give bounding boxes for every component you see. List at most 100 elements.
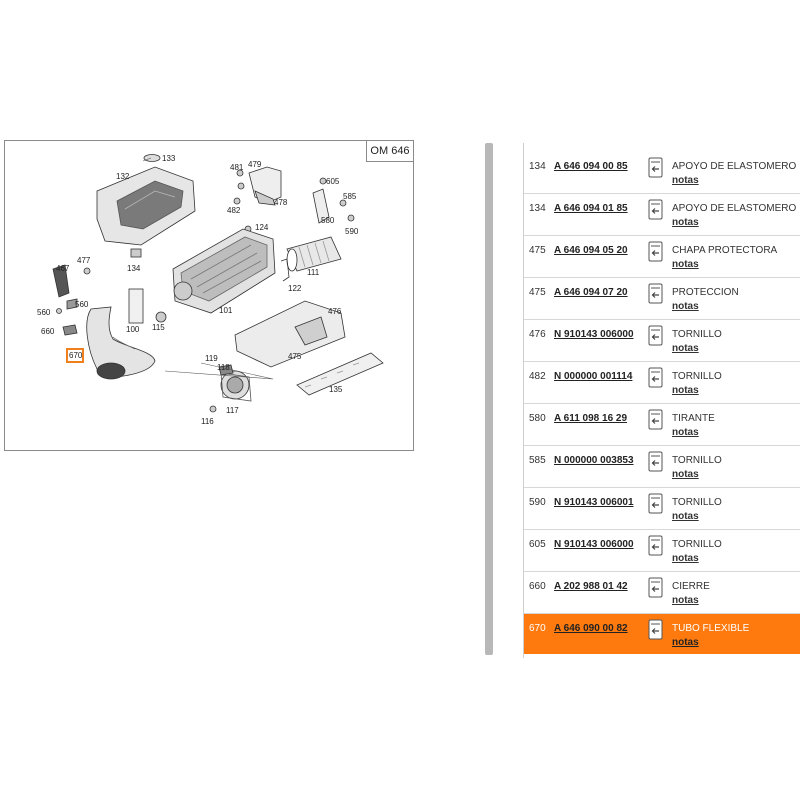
part-description: TORNILLO <box>672 539 722 550</box>
callout-585[interactable]: 585 <box>343 192 357 201</box>
callout-477[interactable]: 477 <box>77 256 91 265</box>
part-number-link[interactable]: N 000000 003853 <box>554 455 634 466</box>
position-number: 482 <box>529 371 546 382</box>
position-number: 590 <box>529 497 546 508</box>
callout-133[interactable]: 133 <box>162 154 176 163</box>
position-number: 134 <box>529 203 546 214</box>
add-to-cart-icon[interactable] <box>648 157 663 178</box>
callout-605[interactable]: 605 <box>326 177 340 186</box>
part-number-link[interactable]: A 202 988 01 42 <box>554 581 628 592</box>
parts-row[interactable]: 134 A 646 094 00 85 APOYO DE ELASTOMERO … <box>524 143 800 194</box>
add-to-cart-icon[interactable] <box>648 325 663 346</box>
part-number-link[interactable]: A 646 094 00 85 <box>554 161 628 172</box>
parts-row[interactable]: 585 N 000000 003853 TORNILLO notas <box>524 446 800 488</box>
notes-link[interactable]: notas <box>672 469 699 480</box>
parts-row[interactable]: 590 N 910143 006001 TORNILLO notas <box>524 488 800 530</box>
callout-111[interactable]: 111 <box>307 268 320 277</box>
engine-code-label: OM 646 <box>366 140 414 162</box>
notes-link[interactable]: notas <box>672 511 699 522</box>
callout-481[interactable]: 481 <box>230 163 244 172</box>
notes-link[interactable]: notas <box>672 343 699 354</box>
notes-link[interactable]: notas <box>672 553 699 564</box>
part-description: TUBO FLEXIBLE <box>672 623 750 634</box>
parts-row[interactable]: 605 N 910143 006000 TORNILLO notas <box>524 530 800 572</box>
add-to-cart-icon[interactable] <box>648 241 663 262</box>
notes-link[interactable]: notas <box>672 175 699 186</box>
notes-link[interactable]: notas <box>672 385 699 396</box>
part-number-link[interactable]: N 000000 001114 <box>554 371 633 382</box>
position-number: 476 <box>529 329 546 340</box>
part-number-link[interactable]: A 646 090 00 82 <box>554 623 628 634</box>
callout-560-upper[interactable]: 560 <box>75 300 89 309</box>
callout-482[interactable]: 482 <box>227 206 241 215</box>
part-number-link[interactable]: A 646 094 07 20 <box>554 287 628 298</box>
callout-475[interactable]: 475 <box>288 352 302 361</box>
parts-row[interactable]: 482 N 000000 001114 TORNILLO notas <box>524 362 800 404</box>
part-number-link[interactable]: A 646 094 01 85 <box>554 203 628 214</box>
notes-link[interactable]: notas <box>672 259 699 270</box>
parts-row[interactable]: 134 A 646 094 01 85 APOYO DE ELASTOMERO … <box>524 194 800 236</box>
add-to-cart-icon[interactable] <box>648 409 663 430</box>
position-number: 585 <box>529 455 546 466</box>
callout-132[interactable]: 132 <box>116 172 130 181</box>
parts-row[interactable]: 660 A 202 988 01 42 CIERRE notas <box>524 572 800 614</box>
parts-row[interactable]: 475 A 646 094 05 20 CHAPA PROTECTORA not… <box>524 236 800 278</box>
part-description: PROTECCION <box>672 287 739 298</box>
callout-590[interactable]: 590 <box>345 227 359 236</box>
notes-link[interactable]: notas <box>672 595 699 606</box>
callout-476[interactable]: 476 <box>328 307 342 316</box>
add-to-cart-icon[interactable] <box>648 199 663 220</box>
add-to-cart-icon[interactable] <box>648 367 663 388</box>
part-description: APOYO DE ELASTOMERO <box>672 203 797 214</box>
position-number: 475 <box>529 287 546 298</box>
callout-135[interactable]: 135 <box>329 385 343 394</box>
part-description: TORNILLO <box>672 329 722 340</box>
part-number-link[interactable]: A 646 094 05 20 <box>554 245 628 256</box>
part-number-link[interactable]: N 910143 006000 <box>554 329 634 340</box>
panel-divider <box>523 143 524 658</box>
callout-100[interactable]: 100 <box>126 325 140 334</box>
protective-shield-drawing <box>234 300 346 368</box>
add-to-cart-icon[interactable] <box>648 619 663 640</box>
add-to-cart-icon[interactable] <box>648 451 663 472</box>
part-description: APOYO DE ELASTOMERO <box>672 161 797 172</box>
part-description: TORNILLO <box>672 455 722 466</box>
callout-478[interactable]: 478 <box>274 198 288 207</box>
add-to-cart-icon[interactable] <box>648 493 663 514</box>
callout-119[interactable]: 119 <box>205 354 218 363</box>
callout-116[interactable]: 116 <box>201 417 214 426</box>
add-to-cart-icon[interactable] <box>648 577 663 598</box>
callout-122[interactable]: 122 <box>288 284 302 293</box>
callout-124[interactable]: 124 <box>255 223 269 232</box>
add-to-cart-icon[interactable] <box>648 283 663 304</box>
diagram-drawing <box>52 154 384 413</box>
callout-115[interactable]: 115 <box>152 323 165 332</box>
callout-117[interactable]: 117 <box>226 406 239 415</box>
callout-134[interactable]: 134 <box>127 264 141 273</box>
callout-560-lower[interactable]: 560 <box>37 308 51 317</box>
parts-row[interactable]: 580 A 611 098 16 29 TIRANTE notas <box>524 404 800 446</box>
notes-link[interactable]: notas <box>672 301 699 312</box>
parts-row-selected[interactable]: 670 A 646 090 00 82 TUBO FLEXIBLE notas <box>524 614 800 654</box>
add-to-cart-icon[interactable] <box>648 535 663 556</box>
diagram-scrollbar[interactable] <box>485 143 493 655</box>
parts-row[interactable]: 475 A 646 094 07 20 PROTECCION notas <box>524 278 800 320</box>
exploded-parts-diagram: OM 646 133 132 481 479 605 585 482 478 5… <box>4 140 414 451</box>
callout-101[interactable]: 101 <box>219 306 233 315</box>
part-number-link[interactable]: N 910143 006001 <box>554 497 634 508</box>
part-number-link[interactable]: N 910143 006000 <box>554 539 634 550</box>
callout-670-selected[interactable]: 670 <box>66 348 84 363</box>
callout-479[interactable]: 479 <box>248 160 262 169</box>
notes-link[interactable]: notas <box>672 427 699 438</box>
ring-drawing <box>143 154 161 162</box>
parts-row[interactable]: 476 N 910143 006000 TORNILLO notas <box>524 320 800 362</box>
callout-580[interactable]: 580 <box>321 216 335 225</box>
callout-660[interactable]: 660 <box>41 327 55 336</box>
position-number: 475 <box>529 245 546 256</box>
position-number: 670 <box>529 623 546 634</box>
part-number-link[interactable]: A 611 098 16 29 <box>554 413 628 424</box>
callout-467[interactable]: 467 <box>56 264 70 273</box>
notes-link[interactable]: notas <box>672 217 699 228</box>
callout-118[interactable]: 118 <box>217 363 230 372</box>
notes-link[interactable]: notas <box>672 637 699 648</box>
